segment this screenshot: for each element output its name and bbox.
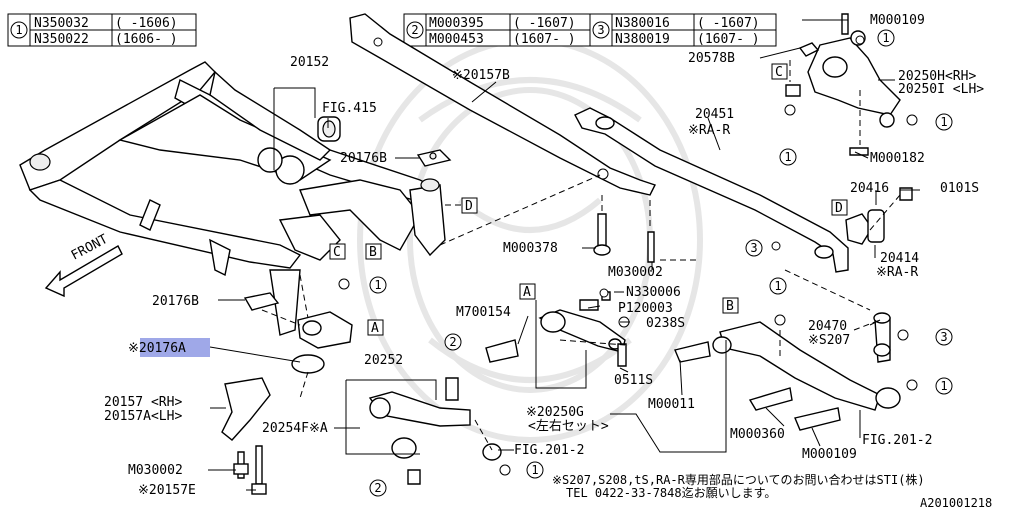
legend-3-range-b: (1607- ) xyxy=(697,32,760,47)
label-20176b-bottom: 20176B xyxy=(152,294,199,309)
leader-lines xyxy=(208,19,920,491)
label-s207: ※S207 xyxy=(808,333,850,348)
label-20250h: 20250H<RH> xyxy=(898,69,976,84)
label-ra-r-2: ※RA-R xyxy=(876,265,918,280)
label-0101s: 0101S xyxy=(940,181,979,196)
label-n330006: N330006 xyxy=(626,285,681,300)
label-m000378: M000378 xyxy=(503,241,558,256)
label-m00011: M00011 xyxy=(648,397,695,412)
callout-a-2: A xyxy=(523,285,531,300)
legend-1-num: 1 xyxy=(15,23,22,37)
label-m000109-a: M000109 xyxy=(870,13,925,28)
trailing-link-b-drawing xyxy=(674,321,901,431)
label-20254f: 20254F※A xyxy=(262,421,328,436)
link-bar-drawing xyxy=(349,13,656,263)
num-3-b: 3 xyxy=(940,330,947,344)
callout-b-2: B xyxy=(726,299,734,314)
num-1-c: 1 xyxy=(784,150,791,164)
link-20252-drawing xyxy=(368,377,502,485)
label-fig201-2-a: FIG.201-2 xyxy=(862,433,932,448)
legend-3-part-b: N380019 xyxy=(615,32,670,47)
num-1-a: 1 xyxy=(882,31,889,45)
legend-box-1: 1 N350032 ( -1606) N350022 (1606- ) xyxy=(7,13,197,47)
label-m030002-b: M030002 xyxy=(128,463,183,478)
legend-2-range-a: ( -1607) xyxy=(513,16,576,31)
label-ra-r-1: ※RA-R xyxy=(688,123,730,138)
callout-b-1: B xyxy=(369,245,377,260)
num-1-g: 1 xyxy=(531,463,538,477)
label-20176a: ※20176A xyxy=(128,341,186,356)
num-3-a: 3 xyxy=(750,241,757,255)
label-20252: 20252 xyxy=(364,353,403,368)
callout-d-2: D xyxy=(835,201,843,216)
label-20157b: ※20157B xyxy=(452,68,510,83)
label-20414: 20414 xyxy=(880,251,919,266)
callout-d-1: D xyxy=(465,199,473,214)
label-20157-rh: 20157 <RH> xyxy=(104,395,182,410)
label-20470: 20470 xyxy=(808,319,847,334)
label-m030002-a: M030002 xyxy=(608,265,663,280)
num-1-e: 1 xyxy=(774,279,781,293)
footer-notes: ※S207,S208,tS,RA-R専用部品についてのお問い合わせはSTI(株)… xyxy=(552,472,992,510)
assembly-dashed-lines xyxy=(261,60,901,451)
upper-arm-drawing xyxy=(785,13,901,156)
legend-3-part-a: N380016 xyxy=(615,16,670,31)
num-1-b: 1 xyxy=(940,115,947,129)
label-m000182: M000182 xyxy=(870,151,925,166)
label-20578b: 20578B xyxy=(688,51,735,66)
label-p120003: P120003 xyxy=(618,301,673,316)
label-m000109-b: M000109 xyxy=(802,447,857,462)
legend-1-range-a: ( -1606) xyxy=(115,16,178,31)
legend-1-range-b: (1606- ) xyxy=(115,32,178,47)
note-line-2: TEL 0422-33-7848迄お願いします。 xyxy=(566,486,776,500)
num-1-f: 1 xyxy=(940,379,947,393)
label-20250i: 20250I <LH> xyxy=(898,82,984,97)
callout-letters: A A B B C C D D xyxy=(329,63,848,336)
label-0511s: 0511S xyxy=(614,373,653,388)
stabilizer-bar-drawing xyxy=(574,107,849,273)
label-m000360: M000360 xyxy=(730,427,785,442)
diagram-code: A201001218 xyxy=(920,496,992,510)
selected-part-highlight xyxy=(140,338,210,357)
num-2-b: 2 xyxy=(374,481,381,495)
callout-numbers: 1 1 1 1 1 1 1 2 2 3 3 xyxy=(369,29,953,497)
legend-2-num: 2 xyxy=(411,23,418,37)
legend-2-range-b: (1607- ) xyxy=(513,32,576,47)
callout-c-2: C xyxy=(775,65,783,80)
label-20250g: ※20250G xyxy=(526,405,584,420)
legend-2-part-b: M000453 xyxy=(429,32,484,47)
label-20176b-top: 20176B xyxy=(340,151,387,166)
label-0238s: 0238S xyxy=(646,316,685,331)
mount-parts xyxy=(221,116,452,495)
legend-2-part-a: M000395 xyxy=(429,16,484,31)
legend-3-range-a: ( -1607) xyxy=(697,16,760,31)
label-20157e: ※20157E xyxy=(138,483,196,498)
num-2-a: 2 xyxy=(449,335,456,349)
label-sayu-set: <左右セット> xyxy=(528,419,609,434)
callout-c-1: C xyxy=(333,245,341,260)
label-fig201-2-b: FIG.201-2 xyxy=(514,443,584,458)
label-20152: 20152 xyxy=(290,55,329,70)
front-arrow: FRONT xyxy=(44,232,123,298)
fasteners xyxy=(338,35,918,476)
callout-a-1: A xyxy=(371,321,379,336)
label-20451: 20451 xyxy=(695,107,734,122)
legend-1-part-a: N350032 xyxy=(34,16,89,31)
legend-box-2-3: 2 M000395 ( -1607) M000453 (1607- ) 3 N3… xyxy=(403,13,777,47)
part-labels: 20152 FIG.415 ※20157B 20451 ※RA-R 20578B… xyxy=(104,13,984,498)
num-1-d: 1 xyxy=(374,278,381,292)
label-m700154: M700154 xyxy=(456,305,511,320)
label-fig415: FIG.415 xyxy=(322,101,377,116)
note-line-1: ※S207,S208,tS,RA-R専用部品についてのお問い合わせはSTI(株) xyxy=(552,472,925,487)
stabilizer-link-drawing xyxy=(771,187,913,363)
legend-1-part-b: N350022 xyxy=(34,32,89,47)
subframe-drawing xyxy=(19,61,446,336)
label-20157a-lh: 20157A<LH> xyxy=(104,409,182,424)
label-20416: 20416 xyxy=(850,181,889,196)
legend-3-num: 3 xyxy=(597,23,604,37)
